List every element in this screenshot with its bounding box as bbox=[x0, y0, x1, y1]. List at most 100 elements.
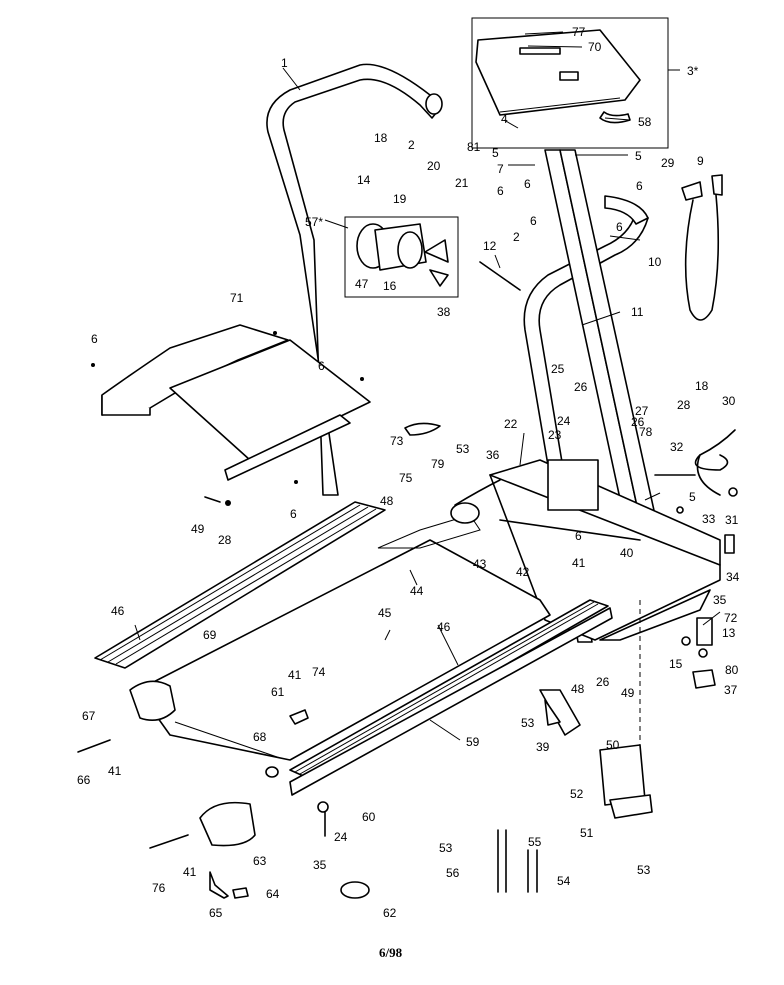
label-54: 54 bbox=[557, 874, 571, 888]
label-41d: 41 bbox=[183, 865, 197, 879]
label-81: 81 bbox=[467, 140, 481, 154]
label-5b: 5 bbox=[635, 149, 642, 163]
label-53b: 53 bbox=[521, 716, 535, 730]
walking-deck bbox=[137, 514, 551, 761]
label-64: 64 bbox=[266, 887, 280, 901]
label-77: 77 bbox=[572, 25, 586, 39]
label-24b: 24 bbox=[334, 830, 348, 844]
label-80: 80 bbox=[725, 663, 739, 677]
footer-date: 6/98 bbox=[379, 945, 403, 960]
label-31: 31 bbox=[725, 513, 739, 527]
label-6g: 6 bbox=[616, 220, 623, 234]
label-38: 38 bbox=[437, 305, 451, 319]
label-62: 62 bbox=[383, 906, 397, 920]
label-7: 7 bbox=[497, 162, 504, 176]
label-69: 69 bbox=[203, 628, 217, 642]
label-36: 36 bbox=[486, 448, 500, 462]
label-25: 25 bbox=[551, 362, 565, 376]
label-39: 39 bbox=[536, 740, 550, 754]
label-53a: 53 bbox=[456, 442, 470, 456]
label-9: 9 bbox=[697, 154, 704, 168]
label-72: 72 bbox=[724, 611, 738, 625]
label-60: 60 bbox=[362, 810, 376, 824]
label-15: 15 bbox=[669, 657, 683, 671]
incline-legs bbox=[539, 600, 653, 819]
label-58: 58 bbox=[638, 115, 652, 129]
label-20: 20 bbox=[427, 159, 441, 173]
label-10: 10 bbox=[648, 255, 662, 269]
label-6h: 6 bbox=[575, 529, 582, 543]
label-28a: 28 bbox=[218, 533, 232, 547]
label-34: 34 bbox=[726, 570, 740, 584]
label-29: 29 bbox=[661, 156, 675, 170]
label-18b: 18 bbox=[695, 379, 709, 393]
label-70: 70 bbox=[588, 40, 602, 54]
label-3: 3* bbox=[687, 64, 699, 78]
label-14: 14 bbox=[357, 173, 371, 187]
label-49a: 49 bbox=[191, 522, 205, 536]
label-5c: 5 bbox=[689, 490, 696, 504]
label-73: 73 bbox=[390, 434, 404, 448]
power-cord bbox=[694, 429, 736, 496]
label-68: 68 bbox=[253, 730, 267, 744]
label-2a: 2 bbox=[408, 138, 415, 152]
label-21: 21 bbox=[455, 176, 469, 190]
label-66: 66 bbox=[77, 773, 91, 787]
front-roller bbox=[129, 479, 501, 778]
label-26a: 26 bbox=[574, 380, 588, 394]
label-6d: 6 bbox=[497, 184, 504, 198]
label-32: 32 bbox=[670, 440, 684, 454]
label-63: 63 bbox=[253, 854, 267, 868]
label-42: 42 bbox=[516, 565, 530, 579]
side-rails bbox=[94, 501, 613, 796]
leader-lines bbox=[134, 31, 721, 741]
label-61: 61 bbox=[271, 685, 285, 699]
label-41c: 41 bbox=[108, 764, 122, 778]
label-6c: 6 bbox=[290, 507, 297, 521]
label-18a: 18 bbox=[374, 131, 388, 145]
console-assembly bbox=[471, 17, 669, 149]
main-frame bbox=[489, 459, 721, 641]
label-41a: 41 bbox=[572, 556, 586, 570]
label-40: 40 bbox=[620, 546, 634, 560]
label-74: 74 bbox=[312, 665, 326, 679]
label-19: 19 bbox=[393, 192, 407, 206]
motor-assembly bbox=[344, 216, 459, 298]
label-45: 45 bbox=[378, 606, 392, 620]
label-5a: 5 bbox=[492, 146, 499, 160]
label-26b: 26 bbox=[631, 415, 645, 429]
label-53d: 53 bbox=[637, 863, 651, 877]
label-71: 71 bbox=[230, 291, 244, 305]
label-52: 52 bbox=[570, 787, 584, 801]
label-6a: 6 bbox=[91, 332, 98, 346]
label-51: 51 bbox=[580, 826, 594, 840]
label-23: 23 bbox=[548, 428, 562, 442]
label-26c: 26 bbox=[596, 675, 610, 689]
label-22: 22 bbox=[504, 417, 518, 431]
label-79: 79 bbox=[431, 457, 445, 471]
motor-hood bbox=[199, 801, 256, 847]
label-11: 11 bbox=[631, 305, 644, 319]
label-56: 56 bbox=[446, 866, 460, 880]
label-1: 1 bbox=[281, 56, 288, 70]
label-13: 13 bbox=[722, 626, 736, 640]
part-labels: 1 2 2 3* 4 5 5 5 6 6 6 6 6 6 6 6 6 7 9 1… bbox=[77, 25, 740, 920]
label-4: 4 bbox=[501, 112, 508, 126]
label-35a: 35 bbox=[713, 593, 727, 607]
label-46a: 46 bbox=[111, 604, 125, 618]
label-30: 30 bbox=[722, 394, 736, 408]
label-76: 76 bbox=[152, 881, 166, 895]
label-37: 37 bbox=[724, 683, 738, 697]
label-6e: 6 bbox=[530, 214, 537, 228]
hardware-parts bbox=[77, 261, 738, 899]
label-48a: 48 bbox=[380, 494, 394, 508]
label-12: 12 bbox=[483, 239, 497, 253]
label-46b: 46 bbox=[437, 620, 451, 634]
label-59: 59 bbox=[466, 735, 480, 749]
label-49b: 49 bbox=[621, 686, 635, 700]
label-28b: 28 bbox=[677, 398, 691, 412]
label-78: 78 bbox=[639, 425, 653, 439]
label-57: 57* bbox=[305, 215, 323, 229]
label-55: 55 bbox=[528, 835, 542, 849]
